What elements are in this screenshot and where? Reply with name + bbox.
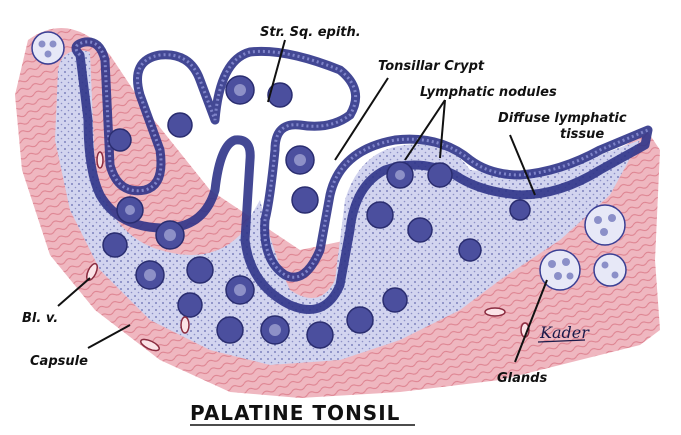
- label-tissue: tissue: [560, 127, 604, 142]
- diagram-title: PALATINE TONSIL: [190, 401, 400, 425]
- label-glands: Glands: [497, 371, 547, 386]
- label-capsule: Capsule: [30, 354, 88, 369]
- label-diffuse-lymphatic: Diffuse lymphatic: [498, 111, 627, 126]
- label-tonsillar-crypt: Tonsillar Crypt: [378, 59, 485, 74]
- label-lymphatic-nodules: Lymphatic nodules: [420, 85, 557, 100]
- label-str-sq-epith: Str. Sq. epith.: [260, 25, 361, 40]
- signature: Kader: [539, 323, 590, 342]
- label-bl-v: Bl. v.: [22, 311, 58, 326]
